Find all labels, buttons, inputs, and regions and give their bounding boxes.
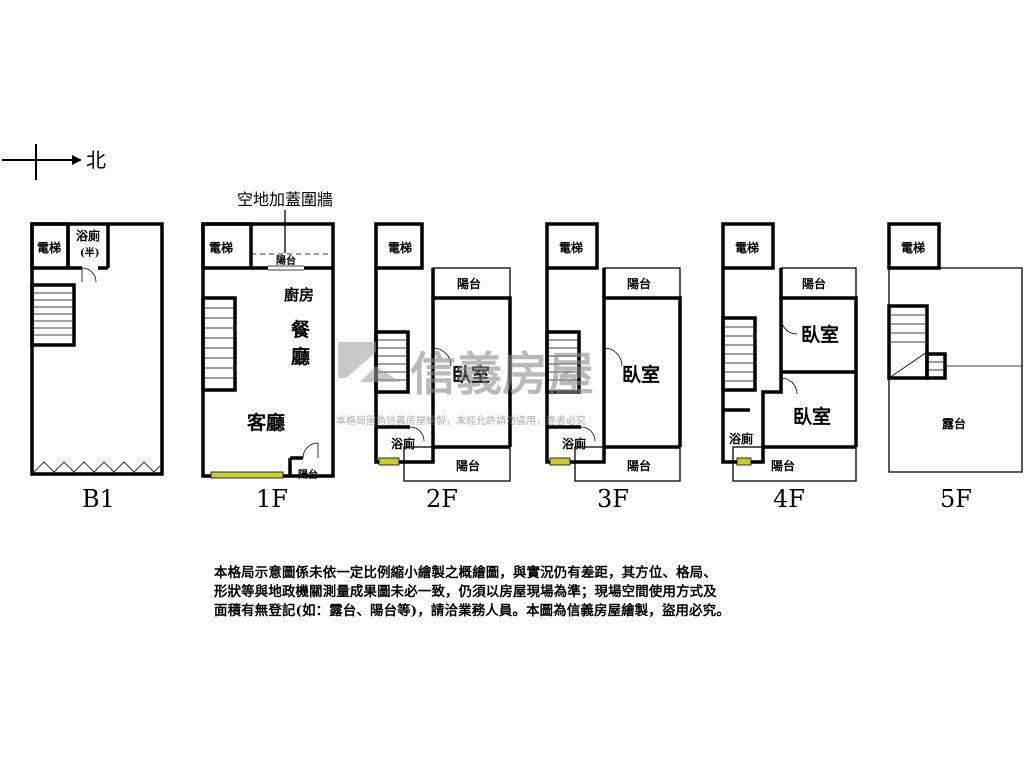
room-bathroom-B1: 浴廁: [76, 228, 100, 243]
watermark-brand: 信義房屋: [410, 347, 594, 401]
room-bathroom-4F: 浴廁: [729, 431, 753, 446]
room-elevator-5F: 電梯: [901, 240, 925, 255]
room-balcony-north-3F: 陽台: [627, 276, 651, 291]
room-bedroom-3F: 臥室: [622, 363, 660, 386]
room-dining-hall-1F: 廳: [291, 345, 310, 368]
room-balcony-north-4F: 陽台: [802, 276, 826, 291]
disclaimer-line-1: 本格局示意圖係未依一定比例縮小繪製之概繪圖，與實況仍有差距，其方位、格局、: [214, 565, 717, 581]
room-balcony-south-1F: 陽台: [298, 468, 318, 481]
floor-label-B1: B1: [82, 485, 115, 513]
floor-B1: 電梯 浴廁 (半) B1: [30, 222, 164, 513]
room-elevator-3F: 電梯: [559, 240, 583, 255]
floor-label-2F: 2F: [426, 485, 458, 513]
room-balcony-south-2F: 陽台: [456, 458, 480, 473]
north-arrow-icon: [72, 155, 82, 165]
floor-4F: 電梯 陽台 臥室 臥室 浴廁 陽台 4F: [721, 222, 858, 513]
room-bathroom-half-B1: (半): [80, 246, 99, 259]
floor-5F: 電梯 露台 5F: [887, 222, 1023, 513]
floor-label-4F: 4F: [773, 485, 805, 513]
floor-2F: 電梯 陽台 臥室 浴廁 陽台 2F: [374, 222, 512, 513]
room-bathroom-2F: 浴廁: [391, 436, 415, 451]
disclaimer-line-3: 面積有無登記(如：露台、陽台等)，請洽業務人員。本圖為信義房屋繪製，盜用必究。: [214, 603, 730, 619]
room-dining-1F: 餐: [291, 318, 311, 341]
room-elevator-1F: 電梯: [209, 240, 233, 255]
room-elevator-2F: 電梯: [388, 240, 412, 255]
room-kitchen-1F: 廚房: [284, 286, 314, 304]
room-balcony-north-1F: 陽台: [276, 254, 296, 267]
room-balcony-south-4F: 陽台: [771, 458, 795, 473]
room-balcony-south-3F: 陽台: [627, 458, 651, 473]
room-bedroom-south-4F: 臥室: [793, 405, 831, 428]
watermark-notice: 本格局圖為信義房屋繪製，未經允許請勿盜用，違者必究: [336, 414, 586, 427]
room-elevator-4F: 電梯: [735, 240, 759, 255]
compass-north-label: 北: [86, 148, 106, 172]
watermark-logo-icon: [338, 342, 376, 378]
annotation-label: 空地加蓋圍牆: [237, 190, 333, 209]
disclaimer: 本格局示意圖係未依一定比例縮小繪製之概繪圖，與實況仍有差距，其方位、格局、 形狀…: [214, 564, 814, 621]
floor-label-5F: 5F: [940, 485, 972, 513]
floor-label-1F: 1F: [256, 485, 288, 513]
room-balcony-north-2F: 陽台: [457, 276, 481, 291]
room-bedroom-north-4F: 臥室: [801, 323, 839, 346]
room-terrace-5F: 露台: [942, 416, 966, 431]
disclaimer-line-2: 形狀等與地政機關測量成果圖未必一致，仍須以房屋現場為準；現場空間使用方式及: [214, 584, 717, 600]
room-bedroom-2F: 臥室: [452, 363, 490, 386]
floor-3F: 電梯 陽台 臥室 浴廁 陽台 3F: [545, 222, 682, 513]
room-bathroom-3F: 浴廁: [562, 436, 586, 451]
room-elevator-B1: 電梯: [37, 240, 61, 255]
floor-label-3F: 3F: [597, 485, 629, 513]
watermark: 信義房屋 本格局圖為信義房屋繪製，未經允許請勿盜用，違者必究: [336, 342, 594, 427]
room-living-1F: 客廳: [247, 411, 285, 434]
floor-1F: 電梯 陽台 廚房 餐 廳 客廳 陽台 1F: [201, 222, 335, 513]
compass: 北: [2, 144, 106, 180]
